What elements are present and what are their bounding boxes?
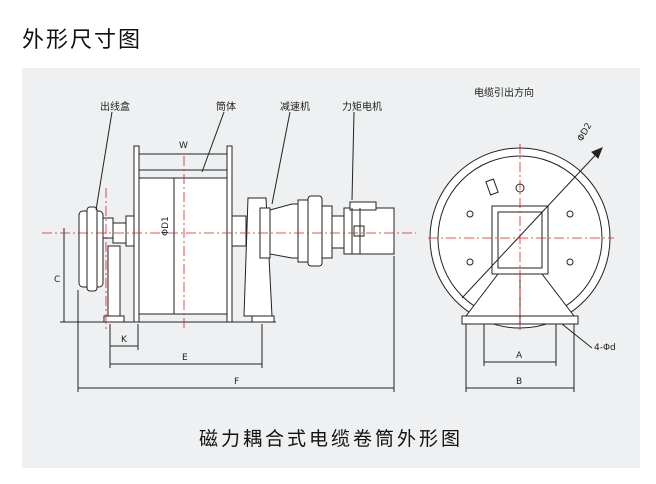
- page-title: 外形尺寸图: [22, 28, 143, 53]
- dim-holes: 4-Φd: [594, 343, 616, 353]
- reducer-shape: [269, 203, 299, 259]
- right-flange: [226, 145, 233, 323]
- torque-motor-label: 力矩电机: [342, 100, 382, 113]
- reducer-label: 减速机: [280, 100, 310, 113]
- dim-d2: ΦD2: [576, 121, 595, 143]
- dim-b: B: [516, 377, 522, 387]
- drum-body: [138, 177, 228, 315]
- centerlines: [42, 144, 614, 330]
- junction-box-label: 出线盒: [100, 100, 130, 113]
- drum-label: 筒体: [216, 100, 236, 113]
- outline-drawing: 出线盒 筒体 减速机 力矩电机 电缆引出方向 W ΦD1 C K E F ΦD2…: [42, 86, 616, 392]
- cable-direction-label: 电缆引出方向: [474, 86, 534, 99]
- drawing-panel: 出线盒 筒体 减速机 力矩电机 电缆引出方向 W ΦD1 C K E F ΦD2…: [22, 68, 640, 468]
- left-flange: [133, 145, 140, 323]
- dim-a: A: [516, 351, 523, 361]
- dim-k: K: [121, 335, 128, 345]
- side-view: [60, 111, 395, 392]
- dim-w: W: [179, 141, 188, 151]
- dim-d1: ΦD1: [161, 216, 171, 236]
- dim-e: E: [182, 353, 188, 363]
- dim-c: C: [54, 275, 60, 285]
- dim-f: F: [234, 377, 239, 387]
- figure-caption: 磁力耦合式电缆卷筒外形图: [198, 428, 463, 450]
